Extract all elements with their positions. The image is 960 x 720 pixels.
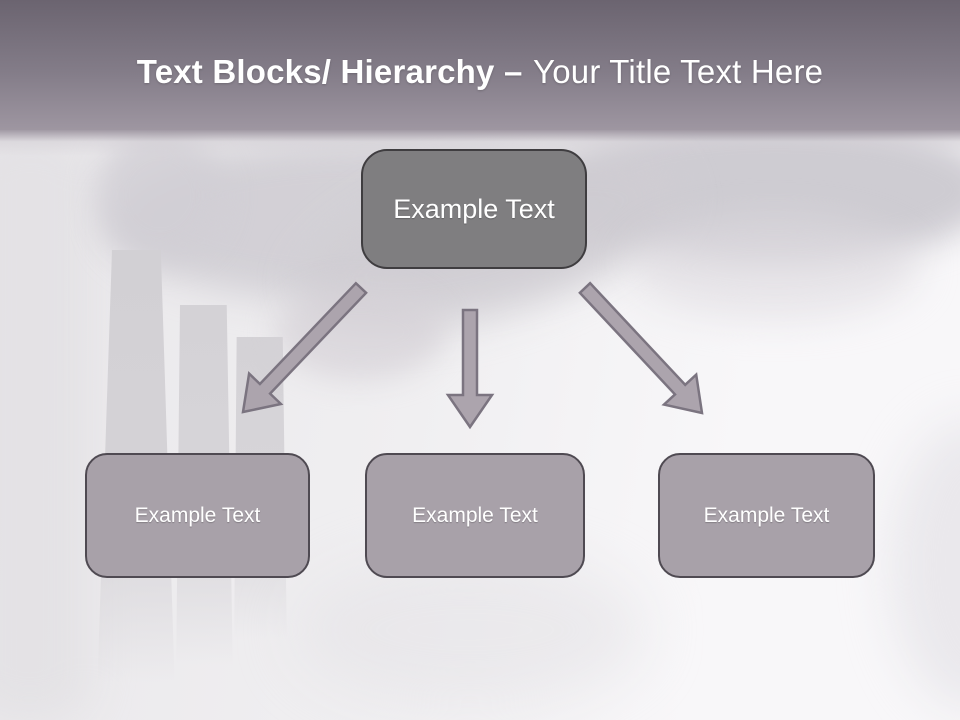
arrow-down-left-icon[interactable] [241,281,368,414]
slide-title-bold: Text Blocks/ Hierarchy – [136,53,523,90]
child-text-block-3[interactable]: Example Text [658,453,875,578]
slide-header-band: Text Blocks/ Hierarchy – Your Title Text … [0,0,960,130]
slide-title[interactable]: Text Blocks/ Hierarchy – Your Title Text … [137,53,823,91]
arrow-down-icon[interactable] [445,308,495,430]
smoke-haze-bottom-center [295,555,645,705]
arrow-down-right-icon[interactable] [578,281,704,415]
smoke-puffs-mid-right [630,215,920,320]
child-text-block-2[interactable]: Example Text [365,453,585,578]
child-text-block-3-label: Example Text [703,503,830,527]
root-text-block-label: Example Text [393,193,555,224]
slide-title-regular: Your Title Text Here [533,53,824,90]
root-text-block[interactable]: Example Text [361,149,587,269]
child-text-block-1[interactable]: Example Text [85,453,310,578]
smoke-haze-left [0,130,90,720]
child-text-block-2-label: Example Text [412,503,538,527]
child-text-block-1-label: Example Text [134,503,261,527]
